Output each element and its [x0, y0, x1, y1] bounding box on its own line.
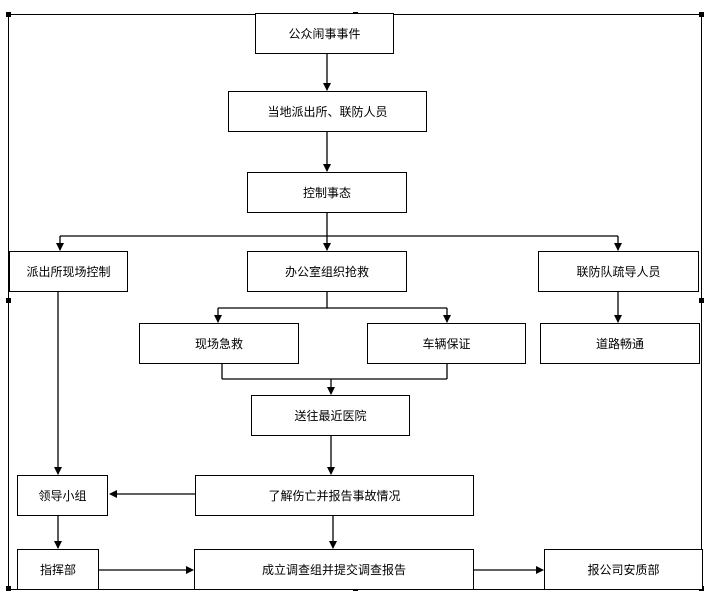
node-local-police: 当地派出所、联防人员: [228, 91, 427, 132]
node-report-safety-dept: 报公司安质部: [544, 549, 703, 590]
node-onsite-first-aid: 现场急救: [139, 323, 299, 364]
node-understand-casualties: 了解伤亡并报告事故情况: [195, 475, 474, 516]
node-control-situation: 控制事态: [247, 172, 407, 213]
node-public-incident: 公众闹事事件: [255, 13, 394, 54]
node-investigation-team: 成立调查组并提交调查报告: [194, 549, 474, 590]
selection-handle-bottom-left[interactable]: [6, 586, 11, 591]
selection-handle-mid-right[interactable]: [699, 298, 704, 303]
node-road-clear: 道路畅通: [540, 323, 700, 364]
node-command-post: 指挥部: [17, 549, 99, 590]
node-police-onsite-control: 派出所现场控制: [9, 251, 128, 292]
node-joint-defense-evacuate: 联防队疏导人员: [538, 251, 699, 292]
selection-handle-top-right[interactable]: [699, 12, 704, 17]
node-office-rescue: 办公室组织抢救: [247, 251, 407, 292]
node-send-hospital: 送往最近医院: [251, 395, 410, 436]
node-vehicle-support: 车辆保证: [367, 323, 526, 364]
node-leadership-group: 领导小组: [17, 475, 108, 516]
selection-handle-top-left[interactable]: [6, 12, 11, 17]
selection-handle-mid-left[interactable]: [6, 298, 11, 303]
